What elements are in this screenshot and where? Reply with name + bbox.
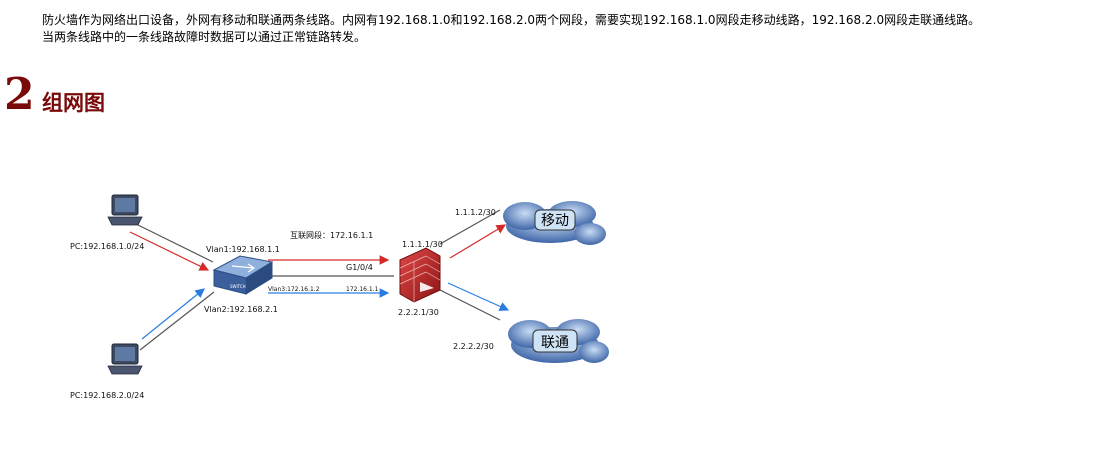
intro-text: 防火墙作为网络出口设备，外网有移动和联通两条线路。内网有192.168.1.0和… (42, 12, 1102, 46)
fw-unicom-ip-label: 2.2.2.1/30 (398, 308, 439, 317)
vlan3-label: Vlan3:172.16.1.2 (268, 286, 320, 293)
cloud-mobile-label: 移动 (541, 213, 569, 229)
firewall-icon (399, 247, 441, 303)
traffic-arrows (129, 224, 510, 340)
section-title: 组网图 (42, 90, 105, 115)
vlan1-label: Vlan1:192.168.1.1 (206, 245, 280, 254)
cloud-mobile-icon: 移动 (503, 201, 606, 245)
switch-icon: SWITCH (212, 255, 274, 295)
red-arrow-firewall-mobile (449, 224, 507, 259)
g104-label: G1/0/4 (346, 263, 373, 272)
link-firewall-unicom (439, 289, 501, 321)
intro-line-2: 当两条线路中的一条线路故障时数据可以通过正常链路转发。 (42, 30, 367, 44)
intro-line-1: 防火墙作为网络出口设备，外网有移动和联通两条线路。内网有192.168.1.0和… (42, 13, 981, 27)
section-number: 2 (4, 69, 35, 120)
cloud-unicom-label: 联通 (541, 335, 569, 351)
fw-inner-ip-label: 172.16.1.1 (346, 286, 379, 293)
link-pc1-switch (137, 224, 214, 263)
links (137, 209, 501, 351)
vlan2-label: Vlan2:192.168.2.1 (204, 305, 278, 314)
interconnect-label: 互联网段：172.16.1.1 (290, 230, 373, 240)
pc1-label: PC:192.168.1.0/24 (70, 242, 144, 251)
pc2-label: PC:192.168.2.0/24 (70, 391, 144, 400)
red-arrow-pc1-switch (129, 231, 210, 271)
mobile-gw-label: 1.1.1.2/30 (455, 208, 496, 217)
computer-icon (107, 343, 143, 375)
unicom-gw-label: 2.2.2.2/30 (453, 342, 494, 351)
blue-arrow-pc2-switch (141, 288, 205, 340)
fw-mobile-ip-label: 1.1.1.1/30 (402, 240, 443, 249)
diagram-labels: PC:192.168.1.0/24 PC:192.168.2.0/24 Vlan… (70, 208, 496, 400)
computer-icon (107, 194, 143, 226)
switch-brand: SWITCH (230, 284, 246, 289)
blue-arrow-firewall-unicom (447, 282, 510, 311)
link-pc2-switch (139, 291, 215, 351)
link-firewall-mobile (439, 209, 501, 245)
cloud-unicom-icon: 联通 (508, 319, 609, 363)
